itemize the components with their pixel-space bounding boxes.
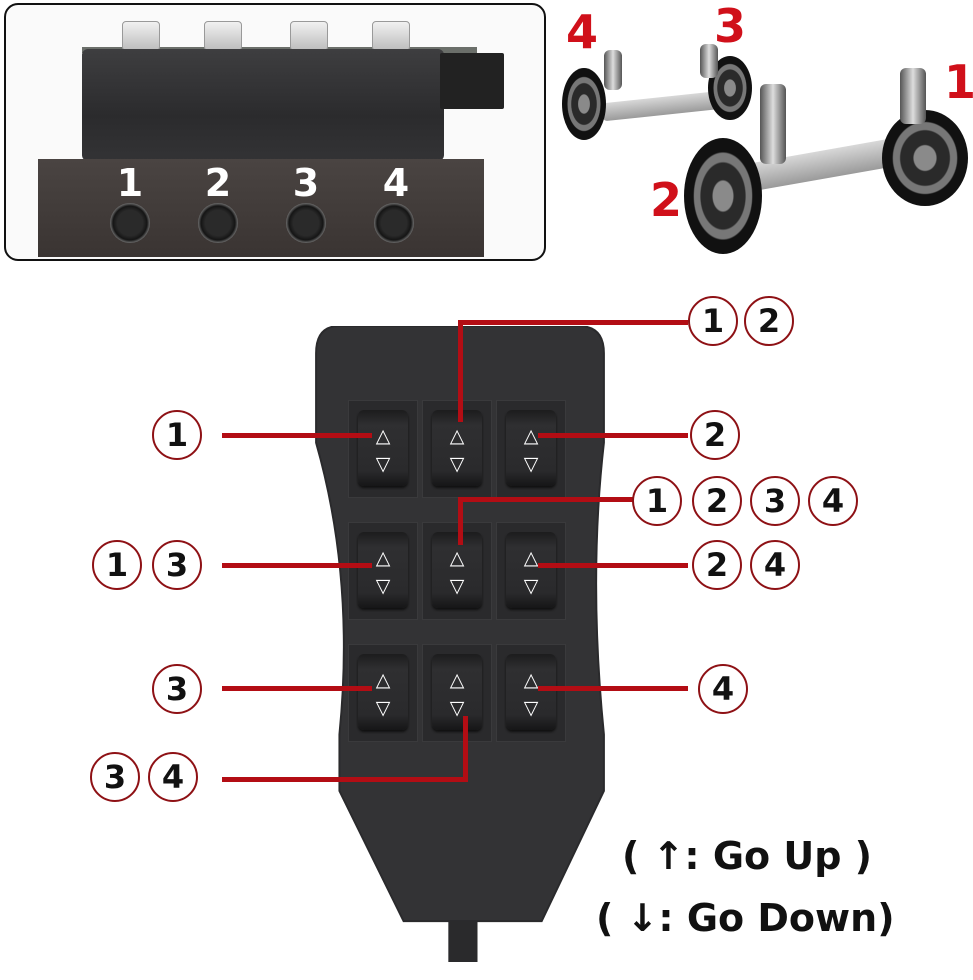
port-label-4: 4: [382, 161, 410, 205]
air-strut-icon: [760, 84, 786, 164]
front-left-wheel-icon: [562, 68, 606, 140]
leader-line-r1c1: [222, 433, 372, 438]
switch-r1c1[interactable]: △ ▽: [348, 400, 418, 498]
leader-line-r1c2-h: [458, 320, 688, 325]
switch-r3c1[interactable]: △ ▽: [348, 644, 418, 742]
rocker-button[interactable]: △ ▽: [506, 410, 556, 486]
port-label-1: 1: [116, 161, 144, 205]
rocker-button[interactable]: △ ▽: [506, 532, 556, 608]
switch-r2c1[interactable]: △ ▽: [348, 522, 418, 620]
callout-circle-r2c1: 1: [92, 540, 142, 590]
rocker-button[interactable]: △ ▽: [432, 532, 482, 608]
down-arrow-icon: ▽: [523, 453, 539, 475]
callout-circle-r2c1: 3: [152, 540, 202, 590]
callout-circle-r1c3: 2: [690, 410, 740, 460]
air-strut-icon: [700, 44, 718, 78]
air-port-2: [198, 203, 238, 243]
switch-r2c3[interactable]: △ ▽: [496, 522, 566, 620]
wheel-label-rear-left: 2: [650, 173, 683, 227]
switch-r1c3[interactable]: △ ▽: [496, 400, 566, 498]
wheel-label-front-left: 4: [566, 5, 599, 59]
leader-line-r1c3: [538, 433, 688, 438]
rocker-button[interactable]: △ ▽: [506, 654, 556, 730]
fitting-nut: [290, 21, 328, 51]
callout-circle-r1c2: 2: [744, 296, 794, 346]
rocker-button[interactable]: △ ▽: [358, 532, 408, 608]
air-port-3: [286, 203, 326, 243]
down-arrow-icon: ▽: [449, 575, 465, 597]
switch-r1c2[interactable]: △ ▽: [422, 400, 492, 498]
switch-r3c3[interactable]: △ ▽: [496, 644, 566, 742]
rear-left-wheel-icon: [684, 138, 762, 254]
fitting-nut: [204, 21, 242, 51]
leader-line-r2c1: [222, 563, 372, 568]
up-arrow-icon: △: [375, 547, 391, 569]
up-arrow-icon: △: [523, 547, 539, 569]
rocker-button[interactable]: △ ▽: [432, 410, 482, 486]
air-port-4: [374, 203, 414, 243]
callout-circle-r2c2: 4: [808, 476, 858, 526]
leader-line-r3c1: [222, 686, 372, 691]
down-arrow-icon: ▽: [449, 697, 465, 719]
rocker-button[interactable]: △ ▽: [358, 654, 408, 730]
rocker-button[interactable]: △ ▽: [432, 654, 482, 730]
up-arrow-icon: △: [375, 425, 391, 447]
rear-right-wheel-icon: [882, 110, 968, 206]
electrical-connector: [440, 53, 504, 109]
leader-line-r3c2-h: [222, 777, 468, 782]
callout-circle-r1c1: 1: [152, 410, 202, 460]
down-arrow-icon: ▽: [375, 453, 391, 475]
up-arrow-icon: △: [523, 425, 539, 447]
air-port-1: [110, 203, 150, 243]
valve-manifold-base: [38, 159, 484, 257]
callout-circle-r2c3: 2: [692, 540, 742, 590]
leader-line-r2c2-v: [458, 497, 463, 545]
port-label-3: 3: [292, 161, 320, 205]
fitting-nut: [122, 21, 160, 51]
valve-body: [82, 49, 444, 161]
wheel-label-front-right: 3: [714, 0, 747, 53]
switch-r2c2[interactable]: △ ▽: [422, 522, 492, 620]
legend-go-up: ( ↑: Go Up ): [622, 834, 873, 878]
leader-line-r3c3: [538, 686, 688, 691]
callout-circle-r2c2: 3: [750, 476, 800, 526]
up-arrow-icon: △: [449, 547, 465, 569]
air-strut-icon: [604, 50, 622, 90]
leader-line-r1c2-v: [458, 320, 463, 422]
air-strut-icon: [900, 68, 926, 124]
down-arrow-icon: ▽: [523, 697, 539, 719]
down-arrow-icon: ▽: [375, 697, 391, 719]
up-arrow-icon: △: [449, 425, 465, 447]
wheel-label-rear-right: 1: [944, 55, 973, 109]
down-arrow-icon: ▽: [375, 575, 391, 597]
rocker-button[interactable]: △ ▽: [358, 410, 408, 486]
suspension-illustration: 4 3 1 2: [552, 0, 973, 270]
up-arrow-icon: △: [375, 669, 391, 691]
up-arrow-icon: △: [523, 669, 539, 691]
port-label-2: 2: [204, 161, 232, 205]
callout-circle-r2c2: 2: [692, 476, 742, 526]
up-arrow-icon: △: [449, 669, 465, 691]
callout-circle-r3c2: 4: [148, 752, 198, 802]
callout-circle-r3c1: 3: [152, 664, 202, 714]
valve-block-photo-panel: 1 2 3 4: [4, 3, 546, 261]
legend-go-down: ( ↓: Go Down): [596, 896, 895, 940]
fitting-nut: [372, 21, 410, 51]
callout-circle-r2c2: 1: [632, 476, 682, 526]
callout-circle-r1c2: 1: [688, 296, 738, 346]
callout-circle-r3c3: 4: [698, 664, 748, 714]
leader-line-r2c3: [538, 563, 688, 568]
down-arrow-icon: ▽: [449, 453, 465, 475]
switch-r3c2[interactable]: △ ▽: [422, 644, 492, 742]
down-arrow-icon: ▽: [523, 575, 539, 597]
leader-line-r3c2-v: [463, 716, 468, 782]
callout-circle-r2c3: 4: [750, 540, 800, 590]
callout-circle-r3c2: 3: [90, 752, 140, 802]
leader-line-r2c2-h: [458, 497, 633, 502]
